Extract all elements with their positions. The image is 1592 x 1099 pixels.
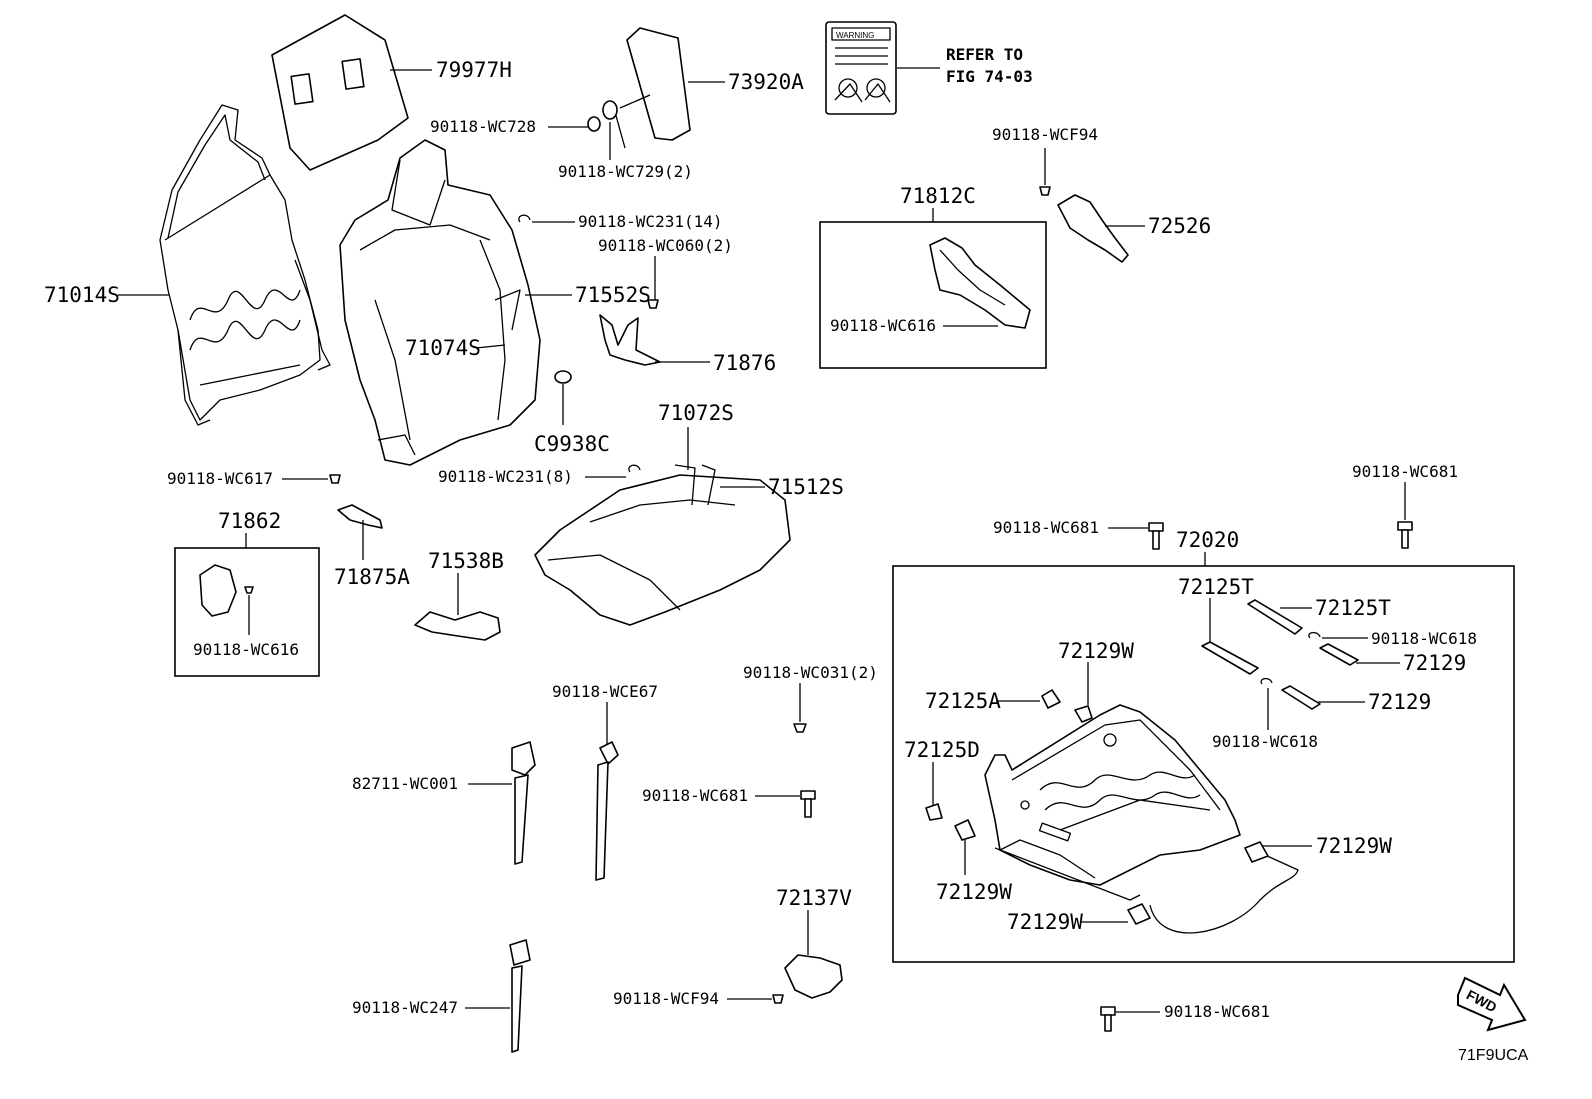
cover-part	[199, 564, 237, 617]
part-label-90118-WCE67[interactable]: 90118-WCE67	[552, 682, 658, 701]
part-label-90118-WC616-b[interactable]: 90118-WC616	[193, 640, 299, 659]
warning-label-part: WARNING	[825, 21, 897, 115]
reference-note-line2: FIG 74-03	[946, 67, 1033, 86]
seatback-cover-part	[339, 139, 541, 466]
part-label-90118-WC681-c[interactable]: 90118-WC681	[642, 786, 748, 805]
part-label-71875A[interactable]: 71875A	[334, 565, 410, 589]
part-label-71072S[interactable]: 71072S	[658, 401, 734, 425]
plate-72129-part	[1281, 685, 1321, 710]
part-label-72129W-d[interactable]: 72129W	[1007, 910, 1083, 934]
diagram-code: 71F9UCA	[1458, 1047, 1529, 1064]
part-label-90118-WC060[interactable]: 90118-WC060(2)	[598, 236, 733, 255]
part-label-71074S[interactable]: 71074S	[405, 336, 481, 360]
shield-part	[929, 237, 1031, 329]
clip-72129W-part	[954, 819, 976, 841]
warning-label-text: WARNING	[836, 31, 874, 40]
bolt-icon	[1397, 521, 1413, 549]
leader-line	[475, 344, 506, 349]
part-label-82711-WC001[interactable]: 82711-WC001	[352, 774, 458, 793]
part-label-72129W-b[interactable]: 72129W	[936, 880, 1012, 904]
part-label-71812C[interactable]: 71812C	[900, 184, 976, 208]
part-label-90118-WC616-a[interactable]: 90118-WC616	[830, 316, 936, 335]
seat-adjuster-part	[984, 704, 1299, 934]
cable-tie-WCE67-part	[595, 741, 619, 881]
clip-icon	[518, 214, 531, 223]
part-label-90118-WC681-d[interactable]: 90118-WC681	[1164, 1002, 1270, 1021]
nut-icon	[587, 116, 601, 132]
screw-icon	[772, 994, 784, 1004]
reference-note-line1: REFER TO	[946, 45, 1023, 64]
clip-icon	[1260, 677, 1273, 685]
screw-icon	[793, 723, 807, 733]
bolt-icon	[1100, 1006, 1116, 1032]
rail-72125T-part	[1201, 641, 1259, 675]
part-label-90118-WC231-8[interactable]: 90118-WC231(8)	[438, 467, 573, 486]
screw-icon	[329, 474, 341, 484]
part-label-72125D[interactable]: 72125D	[904, 738, 980, 762]
cable-tie-82711-part	[511, 741, 536, 865]
part-label-72129W-c[interactable]: 72129W	[1316, 834, 1392, 858]
clip-72129W-part	[1127, 903, 1151, 925]
part-label-C9938C[interactable]: C9938C	[534, 432, 610, 456]
part-label-90118-WC729[interactable]: 90118-WC729(2)	[558, 162, 693, 181]
clip-72125D-part	[925, 803, 943, 821]
part-label-72125T-a[interactable]: 72125T	[1178, 575, 1254, 599]
part-label-90118-WC728[interactable]: 90118-WC728	[430, 117, 536, 136]
plate-72129-part	[1319, 643, 1359, 666]
kit-box-72020	[892, 565, 1515, 963]
part-label-90118-WC681-b[interactable]: 90118-WC681	[1352, 462, 1458, 481]
clip-icon	[628, 464, 641, 473]
bolt-icon	[800, 790, 816, 818]
part-label-71876[interactable]: 71876	[713, 351, 776, 375]
screw-icon	[244, 586, 254, 594]
part-label-90118-WCF94-a[interactable]: 90118-WCF94	[992, 125, 1098, 144]
clip-72129W-part	[1074, 705, 1093, 723]
cable-tie-WC247-part	[509, 939, 531, 1053]
part-label-90118-WCF94-b[interactable]: 90118-WCF94	[613, 989, 719, 1008]
clip-icon	[1308, 631, 1321, 639]
part-label-72129-a[interactable]: 72129	[1403, 651, 1466, 675]
part-label-71862[interactable]: 71862	[218, 509, 281, 533]
part-label-90118-WC681-a[interactable]: 90118-WC681	[993, 518, 1099, 537]
part-label-72129W-a[interactable]: 72129W	[1058, 639, 1134, 663]
side-airbag-part	[602, 27, 691, 149]
clip-bracket-part	[337, 504, 383, 529]
part-label-71538B[interactable]: 71538B	[428, 549, 504, 573]
bracket-part	[599, 314, 661, 366]
part-label-72125A[interactable]: 72125A	[925, 689, 1001, 713]
screw-icon	[647, 299, 659, 309]
part-label-90118-WC618-b[interactable]: 90118-WC618	[1212, 732, 1318, 751]
part-label-79977H[interactable]: 79977H	[436, 58, 512, 82]
part-label-71512S[interactable]: 71512S	[768, 475, 844, 499]
grommet-icon	[554, 370, 572, 384]
pad-part	[271, 14, 409, 171]
part-label-71552S[interactable]: 71552S	[575, 283, 651, 307]
part-label-71014S[interactable]: 71014S	[44, 283, 120, 307]
part-label-90118-WC247[interactable]: 90118-WC247	[352, 998, 458, 1017]
lever-part	[1057, 194, 1129, 263]
screw-icon	[1039, 186, 1051, 196]
seatback-frame-part	[159, 104, 331, 426]
clip-72129W-part	[1244, 841, 1269, 863]
kit-box-71862	[174, 547, 320, 677]
part-label-90118-WC231-14[interactable]: 90118-WC231(14)	[578, 212, 723, 231]
part-label-72129-b[interactable]: 72129	[1368, 690, 1431, 714]
bracket-72137V-part	[784, 954, 843, 999]
part-label-90118-WC618-a[interactable]: 90118-WC618	[1371, 629, 1477, 648]
part-label-73920A[interactable]: 73920A	[728, 70, 804, 94]
seat-cushion-part	[534, 464, 791, 626]
part-label-72137V[interactable]: 72137V	[776, 886, 852, 910]
rail-72125T-part	[1247, 599, 1303, 635]
bolt-icon	[1148, 522, 1164, 550]
part-label-72020[interactable]: 72020	[1176, 528, 1239, 552]
clip-72125A-part	[1041, 689, 1061, 709]
part-label-72125T-b[interactable]: 72125T	[1315, 596, 1391, 620]
part-label-90118-WC031[interactable]: 90118-WC031(2)	[743, 663, 878, 682]
part-label-72526[interactable]: 72526	[1148, 214, 1211, 238]
fwd-arrow-icon: FWD	[1457, 976, 1527, 1032]
part-label-90118-WC617[interactable]: 90118-WC617	[167, 469, 273, 488]
harness-bracket-part	[414, 611, 501, 641]
